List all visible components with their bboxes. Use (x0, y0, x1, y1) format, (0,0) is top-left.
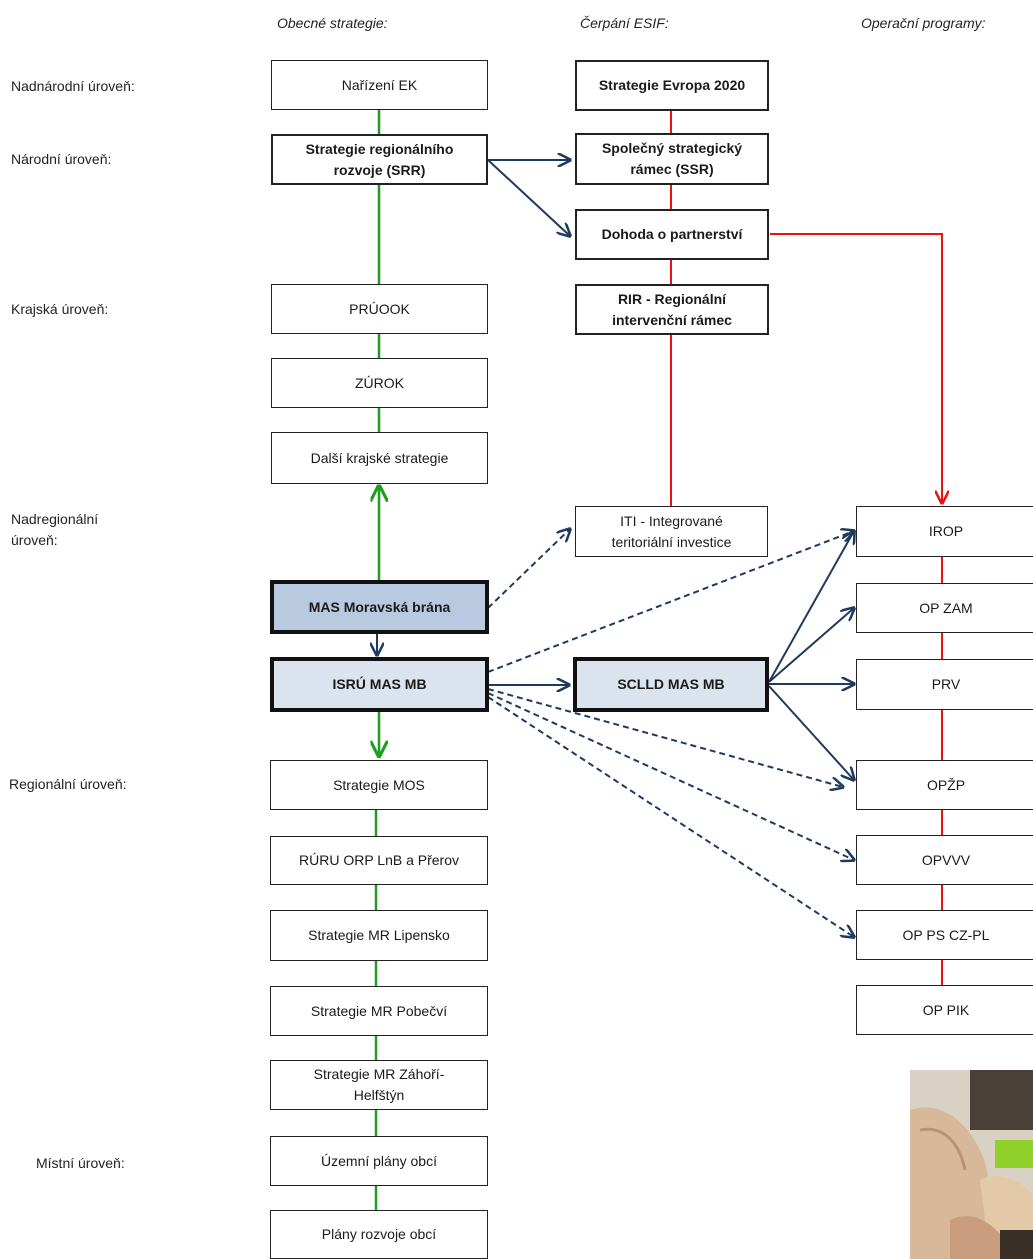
box-pruook: PRÚOOK (271, 284, 488, 334)
box-opvvv: OPVVV (856, 835, 1033, 885)
box-ssr: Společný strategický rámec (SSR) (575, 133, 769, 185)
red-connectors (670, 111, 942, 985)
box-zurok: ZÚROK (271, 358, 488, 408)
box-op-zam: OP ZAM (856, 583, 1033, 633)
column-header-strategies: Obecné strategie: (277, 15, 388, 31)
box-dohoda: Dohoda o partnerství (575, 209, 769, 260)
arrow-isru-opvvv (487, 692, 854, 860)
arrow-isru-opps (487, 696, 854, 937)
box-prv: PRV (856, 659, 1033, 710)
box-iti: ITI - Integrované teritoriální investice (575, 506, 768, 557)
box-opzp: OPŽP (856, 760, 1033, 810)
photo-illustration (910, 1070, 1033, 1259)
arrow-mas-iti (487, 529, 570, 609)
box-sclld-mas-mb: SCLLD MAS MB (573, 657, 769, 712)
arrow-isru-opzp (487, 688, 843, 787)
level-supraregional: Nadregionální úroveň: (11, 511, 99, 548)
level-regional-county: Krajská úroveň: (11, 301, 109, 317)
arrow-isru-irop (487, 531, 854, 673)
box-srr: Strategie regionálního rozvoje (SRR) (271, 134, 488, 185)
arrow-sclld-opzp (768, 685, 854, 780)
box-ruru-orp: RÚRU ORP LnB a Přerov (270, 836, 488, 885)
level-national: Národní úroveň: (11, 151, 112, 167)
box-uzemni-plany: Územní plány obcí (270, 1136, 488, 1186)
level-regional: Regionální úroveň: (9, 776, 127, 792)
level-supranational: Nadnárodní úroveň: (11, 78, 135, 94)
box-strategie-mos: Strategie MOS (270, 760, 488, 810)
box-op-pik: OP PIK (856, 985, 1033, 1035)
box-mr-zahori: Strategie MR Záhoří- Helfštýn (270, 1060, 488, 1110)
box-plany-rozvoje: Plány rozvoje obcí (270, 1210, 488, 1259)
arrow-sclld-irop (768, 531, 854, 683)
box-rir: RIR - Regionální intervenční rámec (575, 284, 769, 335)
box-mr-pobecvi: Strategie MR Pobečví (270, 986, 488, 1036)
box-irop: IROP (856, 506, 1033, 557)
column-header-esif: Čerpání ESIF: (580, 15, 669, 31)
box-mr-lipensko: Strategie MR Lipensko (270, 910, 488, 961)
box-op-ps-cz-pl: OP PS CZ-PL (856, 910, 1033, 960)
box-mas-moravska-brana: MAS Moravská brána (270, 580, 489, 634)
navy-dashed-arrows (487, 529, 854, 937)
arrow-dohoda-irop (770, 233, 942, 503)
box-evropa-2020: Strategie Evropa 2020 (575, 60, 769, 111)
green-connectors (376, 110, 379, 1210)
arrow-sclld-opzam (768, 608, 854, 683)
box-isru-mas-mb: ISRÚ MAS MB (270, 657, 489, 712)
arrow-srr-dohoda (487, 159, 570, 236)
navy-solid-arrows (377, 160, 854, 780)
level-local: Místní úroveň: (36, 1155, 125, 1171)
box-dalsi-krajske: Další krajské strategie (271, 432, 488, 484)
column-header-programs: Operační programy: (861, 15, 986, 31)
decorative-photo (910, 1070, 1033, 1259)
box-narizeni-ek: Nařízení EK (271, 60, 488, 110)
